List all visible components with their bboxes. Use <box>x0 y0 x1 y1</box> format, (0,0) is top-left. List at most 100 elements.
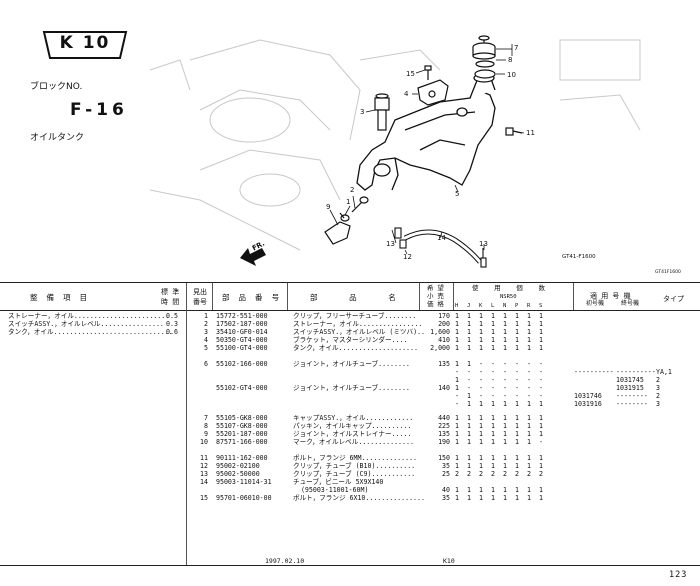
parts-row-qty: 1 <box>455 328 459 336</box>
callout-5: 5 <box>455 190 460 198</box>
parts-row-qty: 1 <box>527 328 531 336</box>
column-divider-main <box>186 283 187 565</box>
table-bottom-rule <box>0 565 700 566</box>
callout-14: 14 <box>437 234 446 242</box>
parts-row-qty: 1 <box>467 494 471 502</box>
header-model-code: NSR50 <box>500 294 517 300</box>
parts-row-qty: 1 <box>527 414 531 422</box>
header-price-3: 価 格 <box>427 300 444 308</box>
parts-row-qty: - <box>539 368 543 376</box>
column-divider-part <box>287 283 288 310</box>
parts-row-qty: 1 <box>455 414 459 422</box>
parts-row-qty: 1 <box>515 328 519 336</box>
parts-row-qty: 1 <box>503 454 507 462</box>
parts-row-qty: - <box>539 438 543 446</box>
parts-row-qty: 1 <box>479 454 483 462</box>
parts-row-qty: 1 <box>503 344 507 352</box>
parts-row-qty: 1 <box>479 328 483 336</box>
parts-row-qty: 1 <box>479 344 483 352</box>
parts-row-qty: 2 <box>539 470 543 478</box>
parts-row-qty: 1 <box>479 400 483 408</box>
parts-row-qty: - <box>479 376 483 384</box>
parts-row-price: 1,600 <box>430 328 450 336</box>
parts-row-qty: 1 <box>479 336 483 344</box>
parts-row-qty: 1 <box>539 400 543 408</box>
parts-row-qty: 1 <box>491 344 495 352</box>
parts-row-qty: 1 <box>527 454 531 462</box>
parts-row-qty: 2 <box>467 470 471 478</box>
parts-row-qty: 1 <box>455 486 459 494</box>
parts-row-qty: 1 <box>539 454 543 462</box>
parts-row-qty: 1 <box>539 320 543 328</box>
parts-row-qty: 1 <box>539 328 543 336</box>
parts-row-qty: 1 <box>491 430 495 438</box>
variant-column-header: H <box>455 303 459 309</box>
parts-row-qty: 1 <box>455 430 459 438</box>
parts-row-qty: 2 <box>491 470 495 478</box>
parts-row-name: ジョイント，オイルチューブ........ <box>293 360 410 368</box>
parts-row-qty: - <box>503 376 507 384</box>
parts-row-ref: 8 <box>204 422 208 430</box>
parts-row-qty: 1 <box>527 494 531 502</box>
parts-row-qty: 1 <box>539 462 543 470</box>
callout-8: 8 <box>508 56 513 64</box>
parts-row-part-no: 55107-GK8-000 <box>216 422 268 430</box>
parts-row-qty: 1 <box>467 344 471 352</box>
header-usage-count: 使 用 個 数 <box>472 284 545 292</box>
parts-row-part-no: 95701-06010-00 <box>216 494 272 502</box>
parts-row-qty: 1 <box>455 312 459 320</box>
parts-row-ref: 6 <box>204 360 208 368</box>
parts-row-qty: 1 <box>527 422 531 430</box>
parts-row-qty: - <box>515 360 519 368</box>
parts-row-ref: 14 <box>200 478 208 486</box>
parts-row-part-no: 55102-GT4-000 <box>216 384 268 392</box>
parts-row-qty: 1 <box>503 494 507 502</box>
variant-column-header: L <box>491 303 495 309</box>
parts-row-qty: 1 <box>467 392 471 400</box>
parts-row-price: 40 <box>442 486 450 494</box>
parts-row-qty: 1 <box>515 462 519 470</box>
parts-row-qty: - <box>503 360 507 368</box>
parts-row-ref: 10 <box>200 438 208 446</box>
parts-row-part-no: 95002-50000 <box>216 470 260 478</box>
parts-row-ref: 7 <box>204 414 208 422</box>
parts-row-qty: 1 <box>479 320 483 328</box>
parts-row-price: 410 <box>438 336 450 344</box>
parts-row-qty: - <box>479 384 483 392</box>
parts-row-qty: 1 <box>479 438 483 446</box>
parts-row-last-no: -------- <box>616 392 648 400</box>
parts-row-name: チューブ，ビニール 5X9X140 <box>293 478 384 486</box>
parts-row-price: 135 <box>438 430 450 438</box>
parts-row-qty: - <box>491 376 495 384</box>
parts-row-qty: 1 <box>467 328 471 336</box>
parts-row-qty: - <box>539 360 543 368</box>
parts-row-name: パッキン，オイルキャップ.......... <box>293 422 412 430</box>
column-divider-price <box>453 283 454 310</box>
parts-row-qty: 1 <box>527 462 531 470</box>
block-code-badge <box>42 31 128 59</box>
parts-row-qty: 1 <box>455 422 459 430</box>
parts-row-qty: - <box>455 392 459 400</box>
parts-row-name: キャップASSY.，オイル............ <box>293 414 414 422</box>
parts-row-qty: 2 <box>455 470 459 478</box>
parts-row-qty: 1 <box>527 486 531 494</box>
callout-2: 2 <box>350 186 355 194</box>
parts-row-price: 200 <box>438 320 450 328</box>
figure-code-small: GT41F1600 <box>655 270 681 275</box>
parts-row-qty: - <box>467 376 471 384</box>
callout-1: 1 <box>346 198 351 206</box>
parts-row-type: 3 <box>656 400 660 408</box>
parts-row-qty: 1 <box>503 486 507 494</box>
maintenance-time: 0.3 <box>166 320 178 328</box>
parts-row-qty: 1 <box>467 462 471 470</box>
parts-row-qty: 1 <box>491 494 495 502</box>
parts-row-qty: 1 <box>491 438 495 446</box>
column-divider-fig <box>212 283 213 310</box>
parts-row-price: 440 <box>438 414 450 422</box>
parts-row-qty: - <box>527 392 531 400</box>
parts-row-qty: - <box>467 384 471 392</box>
parts-row-qty: 1 <box>455 376 459 384</box>
variant-column-header: N <box>503 303 507 309</box>
parts-row-qty: 1 <box>479 462 483 470</box>
parts-row-qty: 1 <box>491 336 495 344</box>
